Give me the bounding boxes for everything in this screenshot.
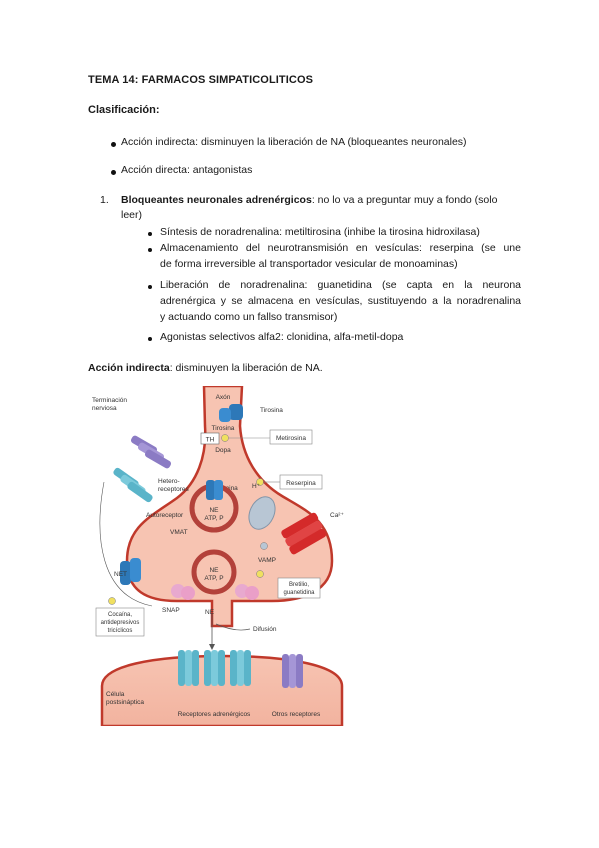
inhibit-icon <box>256 478 264 486</box>
bullet-line: de forma irreversible al transportador v… <box>160 258 458 270</box>
label-reserpina: Reserpina <box>286 480 316 487</box>
label-ca: Ca²⁺ <box>330 512 344 519</box>
bullet-dot <box>111 170 116 175</box>
indirect-label: Acción indirecta <box>88 362 170 374</box>
mitochondrion <box>248 496 276 530</box>
label-difusion: Difusión <box>253 626 277 633</box>
classification-item: Acción directa: antagonistas <box>121 164 253 176</box>
label-th: TH <box>206 437 215 444</box>
bretilio-box <box>277 577 321 599</box>
inhibit-icon <box>256 570 264 578</box>
label-tirosina-out: Tirosina <box>260 407 283 414</box>
label-cocaina-1: Cocaína, <box>108 612 132 618</box>
label-vamp: VAMP <box>258 557 276 564</box>
bullet-line: Liberación de noradrenalina: guanetidina… <box>160 279 521 291</box>
label-ne-bottom: NE <box>205 609 215 616</box>
metirosina-box <box>269 429 313 445</box>
label-celula-2: postsináptica <box>106 699 144 706</box>
cocaina-box <box>95 607 145 637</box>
calcium-channel <box>281 512 327 555</box>
section-number: 1. <box>100 194 109 206</box>
docked-vesicle <box>191 549 237 595</box>
label-axon: Axón <box>216 394 231 401</box>
label-ne-2: NE <box>209 567 219 574</box>
label-net: NET <box>114 571 127 578</box>
section-title-rest-2: leer) <box>121 209 143 222</box>
inhibit-icon <box>221 434 229 442</box>
label-receptores-adr: Receptores adrenérgicos <box>178 711 251 718</box>
bullet-dot <box>148 285 152 289</box>
label-snap: SNAP <box>162 607 180 614</box>
label-hetero-2: receptores <box>158 486 189 493</box>
tyrosine-transporter <box>219 404 243 422</box>
label-h-plus: H⁺ <box>252 483 261 490</box>
adrenergic-receptors <box>178 650 251 686</box>
inhibit-icon <box>108 597 116 605</box>
autoreceptor <box>113 467 153 503</box>
label-tirosina-in: Tirosina <box>212 425 235 432</box>
label-atp-2: ATP, P <box>204 575 223 582</box>
classification-item: Acción indirecta: disminuyen la liberaci… <box>121 136 467 148</box>
th-box <box>200 432 220 445</box>
label-hetero-1: Hetero- <box>158 478 180 485</box>
net-transporter <box>120 558 141 585</box>
label-terminacion-1: Terminación <box>92 397 127 404</box>
label-autoreceptor: Autoreceptor <box>146 512 184 519</box>
other-receptors <box>282 654 303 688</box>
bullet-line: Almacenamiento del neurotransmisión en v… <box>160 242 521 254</box>
vmat-transporter <box>206 480 223 500</box>
bullet-line: adrenérgica y se almacena en vesículas, … <box>160 295 521 307</box>
classification-heading: Clasificación: <box>88 104 160 116</box>
label-vmat: VMAT <box>170 529 188 536</box>
snap-proteins <box>171 584 259 600</box>
synapse-figure: Axón Terminación nerviosa Tirosina Tiros… <box>92 386 344 726</box>
section-title-rest: : no lo va a preguntar muy a fondo (solo <box>311 194 498 206</box>
indirect-rest: : disminuyen la liberación de NA. <box>169 362 323 374</box>
bullet-dot <box>148 337 152 341</box>
label-terminacion-2: nerviosa <box>92 405 117 412</box>
section-heading: Bloqueantes neuronales adrenérgicos: no … <box>121 193 521 224</box>
bullet-dot <box>111 142 116 147</box>
label-cocaina-3: tricíclicos <box>108 628 133 634</box>
bullet-line: y actuando como un fallso transmisor) <box>160 311 338 323</box>
heteroreceptor <box>130 435 172 469</box>
bullet-line: Síntesis de noradrenalina: metiltirosina… <box>160 226 480 238</box>
bullet-dot <box>148 232 152 236</box>
bullet-dot <box>148 248 152 252</box>
label-ne-1: NE <box>209 507 219 514</box>
label-bretilio-1: Bretilio, <box>289 582 309 588</box>
label-otros-receptores: Otros receptores <box>272 711 321 718</box>
page-title: TEMA 14: FARMACOS SIMPATICOLITICOS <box>88 74 314 86</box>
label-cocaina-2: antidepresivos <box>101 620 140 626</box>
indirect-caption: Acción indirecta: disminuyen la liberaci… <box>88 361 323 376</box>
label-atp-1: ATP, P <box>204 515 223 522</box>
label-metirosina: Metirosina <box>276 435 306 442</box>
label-celula-1: Célula <box>106 691 125 698</box>
bullet-line: Agonistas selectivos alfa2: clonidina, a… <box>160 331 404 343</box>
label-dopa: Dopa <box>215 447 231 454</box>
inhibit-icon <box>260 542 268 550</box>
label-bretilio-2: guanetidina <box>283 590 315 596</box>
section-title: Bloqueantes neuronales adrenérgicos <box>121 194 312 206</box>
